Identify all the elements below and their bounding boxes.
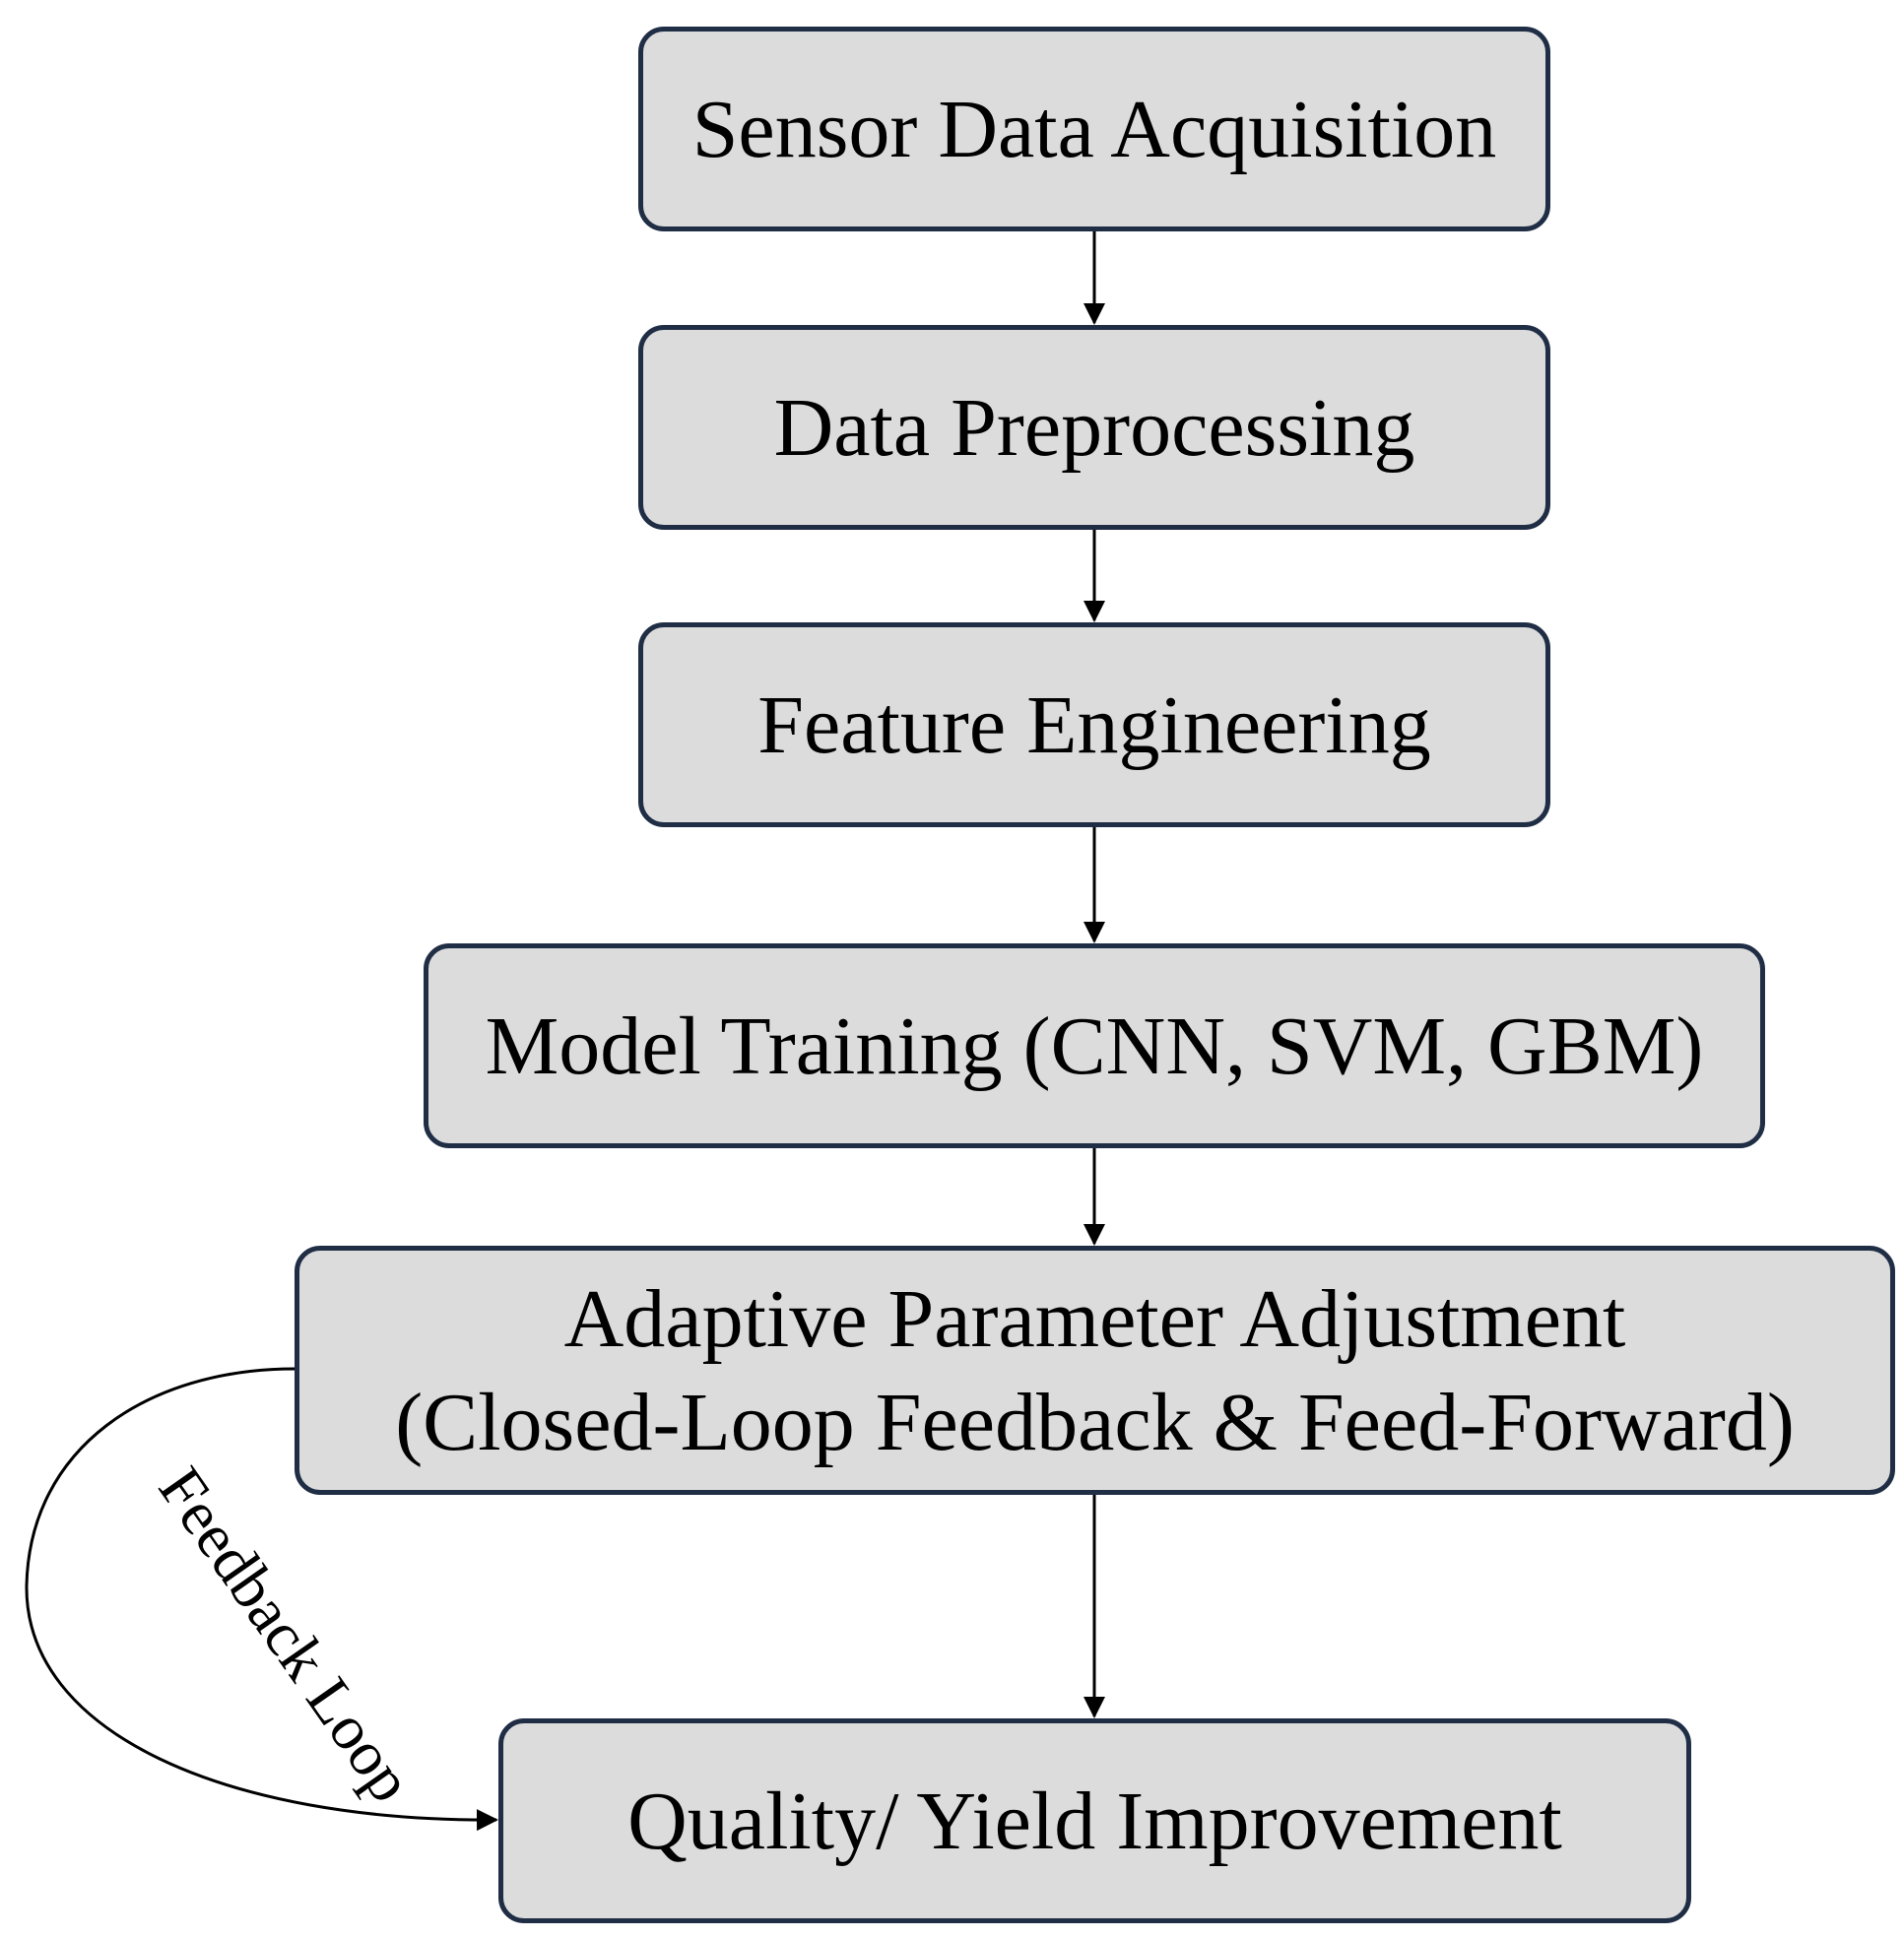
node-adaptive-parameter-adjustment: Adaptive Parameter Adjustment (Closed-Lo…: [295, 1246, 1895, 1495]
node-label: Quality/ Yield Improvement: [627, 1775, 1562, 1867]
node-label-line-2: (Closed-Loop Feedback & Feed-Forward): [395, 1376, 1795, 1468]
node-label: Sensor Data Acquisition: [691, 83, 1497, 175]
node-data-preprocessing: Data Preprocessing: [638, 325, 1550, 530]
node-sensor-data-acquisition: Sensor Data Acquisition: [638, 27, 1550, 231]
node-quality-yield-improvement: Quality/ Yield Improvement: [498, 1718, 1691, 1923]
node-label: Model Training (CNN, SVM, GBM): [485, 1000, 1704, 1092]
node-model-training: Model Training (CNN, SVM, GBM): [424, 943, 1765, 1148]
node-feature-engineering: Feature Engineering: [638, 622, 1550, 827]
node-label: Feature Engineering: [757, 678, 1431, 771]
feedback-loop-curve: [25, 1367, 498, 1832]
node-label: Data Preprocessing: [773, 381, 1415, 474]
node-label-line-1: Adaptive Parameter Adjustment: [563, 1272, 1626, 1365]
